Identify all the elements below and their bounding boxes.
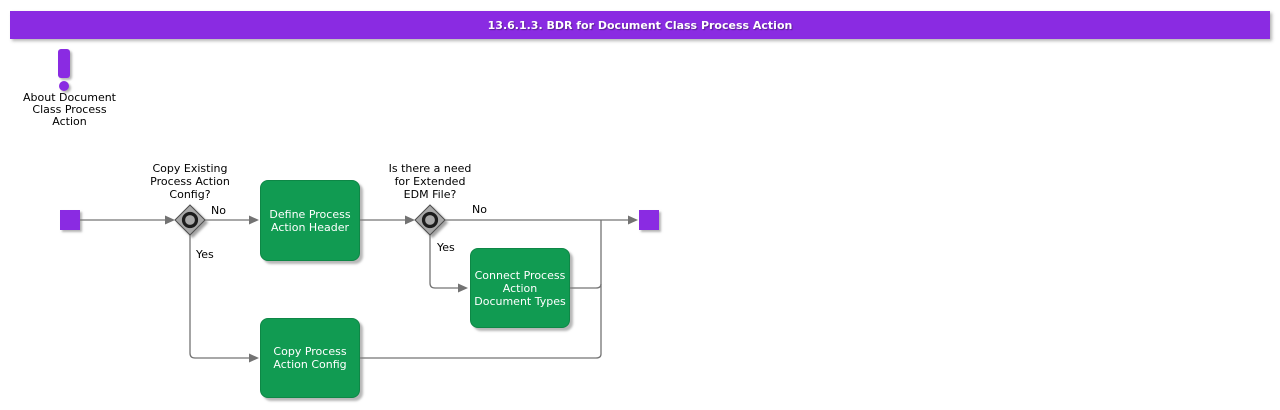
decision-question-copy-existing: Copy Existing Process Action Config? (150, 162, 230, 201)
branch-label-yes-1: Yes (196, 248, 214, 261)
task-define-process-action-header[interactable]: Define Process Action Header (260, 180, 360, 261)
end-node (639, 210, 659, 230)
about-note-label[interactable]: About Document Class Process Action (22, 91, 116, 128)
start-node (60, 210, 80, 230)
title-bar: 13.6.1.3. BDR for Document Class Process… (10, 11, 1270, 39)
page-title: 13.6.1.3. BDR for Document Class Process… (487, 18, 793, 32)
branch-label-no-2: No (472, 203, 487, 216)
branch-label-no-1: No (211, 204, 226, 217)
exclamation-icon-dot[interactable] (59, 81, 69, 91)
exclamation-icon[interactable] (58, 49, 70, 78)
branch-label-yes-2: Yes (437, 241, 455, 254)
task-connect-process-action-document-types[interactable]: Connect Process Action Document Types (470, 248, 570, 328)
decision-question-extended-edm: Is there a need for Extended EDM File? (388, 162, 472, 201)
decision-node-copy-existing (174, 204, 206, 236)
decision-node-extended-edm (414, 204, 446, 236)
task-copy-process-action-config[interactable]: Copy Process Action Config (260, 318, 360, 398)
